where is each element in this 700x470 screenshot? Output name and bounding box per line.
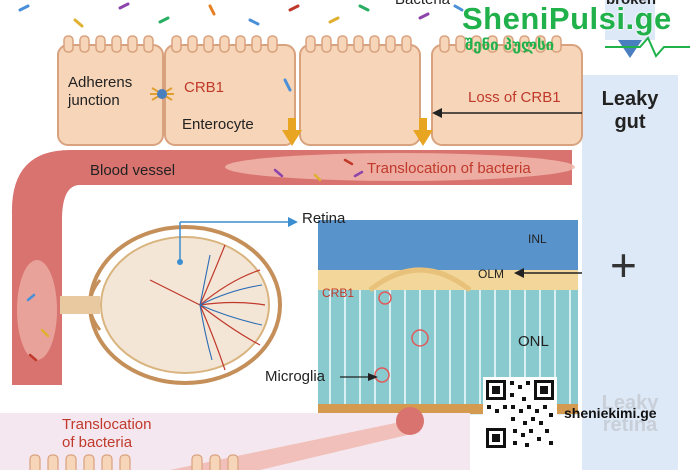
crb1-retina-label: CRB1 — [322, 286, 355, 300]
vessel-leak-zone — [225, 153, 575, 181]
plus-sign: + — [610, 239, 637, 291]
broken-label: broken — [606, 0, 656, 8]
microglia-label: Microglia — [265, 368, 326, 385]
enterocyte-label: Enterocyte — [182, 116, 254, 133]
bacteria-label: Bacteria — [395, 0, 450, 8]
leaky-retina-label: Leaky retina — [601, 392, 659, 436]
bottom-callout — [0, 407, 470, 470]
site-watermark: sheniekimi.ge — [564, 405, 657, 421]
leak-arrows — [282, 118, 433, 146]
translocation-top-label: Translocation of bacteria — [367, 160, 531, 177]
crb1-label: CRB1 — [184, 79, 225, 96]
panel-top-tab — [605, 0, 655, 40]
onl-label: ONL — [518, 333, 549, 350]
crb1-junction-marker — [150, 87, 174, 101]
eye-illustration — [60, 225, 282, 385]
retina-pointers — [340, 268, 582, 381]
brand-watermark: SheniPulsi.ge — [462, 1, 672, 36]
right-panel — [582, 75, 678, 470]
translocation-bottom-label: Translocation of bacteria — [62, 416, 152, 451]
blood-vessel-label: Blood vessel — [90, 162, 176, 179]
loss-of-crb1-label: Loss of CRB1 — [468, 89, 561, 106]
bacteria-specks — [18, 2, 464, 92]
retina-label: Retina — [302, 210, 346, 227]
down-arrow-icon — [618, 40, 642, 58]
vessel-bacteria — [26, 158, 364, 362]
heartbeat-icon — [605, 36, 690, 58]
leaky-gut-label: Leaky gut — [601, 88, 659, 133]
loss-pointer — [432, 108, 582, 118]
brand-subtitle: შენი პულსი — [465, 36, 555, 54]
retina-pointer — [177, 217, 298, 265]
adherens-junction-label: Adherens junction — [68, 74, 133, 109]
inl-label: INL — [528, 232, 547, 246]
qr-code-icon — [483, 377, 557, 451]
enterocyte-layer — [57, 35, 583, 146]
olm-label: OLM — [478, 267, 505, 281]
